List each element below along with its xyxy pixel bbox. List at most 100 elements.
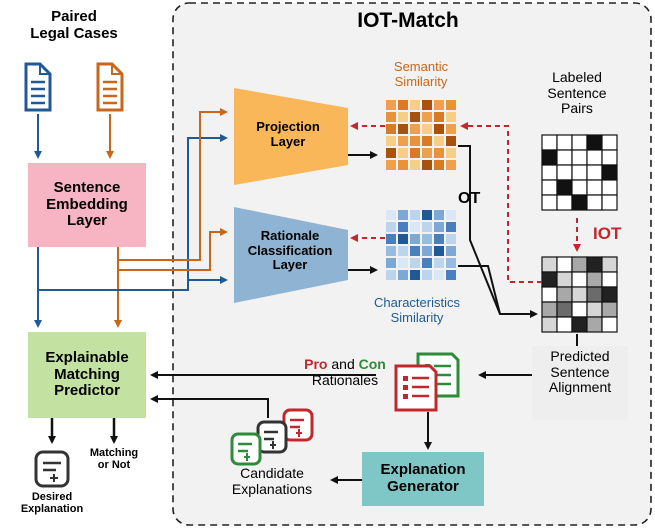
lab-matrix-cell <box>601 179 618 196</box>
pred-matrix-cell <box>571 316 588 333</box>
projection-line1: Projection <box>256 119 320 134</box>
char-matrix-cell <box>446 246 456 256</box>
desired-explanation-icon <box>34 450 70 488</box>
sentence-embedding-label: Sentence Embedding Layer <box>28 163 146 247</box>
sem-matrix-cell <box>434 160 444 170</box>
projection-layer-label: Projection Layer <box>256 119 320 149</box>
predictor-line2: Matching <box>54 365 120 383</box>
characteristics-similarity-matrix <box>386 210 456 280</box>
pred-matrix-cell <box>601 301 618 318</box>
sem-matrix-cell <box>410 148 420 158</box>
char-matrix-cell <box>410 258 420 268</box>
rationale-line2: Classification <box>247 242 333 258</box>
sem-matrix-cell <box>446 124 456 134</box>
char-matrix-cell <box>410 270 420 280</box>
lab-matrix-cell <box>541 134 558 151</box>
predicted-alignment-matrix <box>541 256 618 333</box>
sem-matrix-cell <box>434 112 444 122</box>
lab-matrix-cell <box>571 194 588 211</box>
pred-matrix-cell <box>556 316 573 333</box>
pred-matrix-cell <box>541 301 558 318</box>
pred-matrix-cell <box>556 271 573 288</box>
char-matrix-cell <box>410 234 420 244</box>
matching-or-not-label: Matching or Not <box>90 447 138 472</box>
projection-layer-shape <box>234 88 348 185</box>
char-matrix-cell <box>410 246 420 256</box>
labeled-pairs-label: Labeled Sentence Pairs <box>547 69 606 117</box>
char-matrix-cell <box>434 234 444 244</box>
sem-matrix-cell <box>422 124 432 134</box>
sentence-embedding-box <box>28 163 146 247</box>
sem-matrix-cell <box>398 160 408 170</box>
sem-matrix-cell <box>434 148 444 158</box>
char-matrix-cell <box>422 246 432 256</box>
lab-matrix-cell <box>556 164 573 181</box>
sem-matrix-cell <box>422 112 432 122</box>
pred-matrix-cell <box>586 256 603 273</box>
paired-cases-line1: Paired <box>51 8 97 25</box>
char-matrix-cell <box>398 222 408 232</box>
rationale-layer-shape <box>234 207 348 303</box>
lab-matrix-cell <box>541 149 558 166</box>
char-matrix-cell <box>434 270 444 280</box>
lab-matrix-cell <box>586 179 603 196</box>
candidate-line1: Candidate <box>240 465 304 481</box>
char-matrix-cell <box>386 270 396 280</box>
lab-matrix-cell <box>556 134 573 151</box>
embedding-line3: Layer <box>66 212 107 230</box>
rationales-line2: Rationales <box>311 371 379 388</box>
char-matrix-cell <box>446 270 456 280</box>
char-matrix-cell <box>422 222 432 232</box>
lab-matrix-cell <box>586 134 603 151</box>
lab-matrix-cell <box>586 149 603 166</box>
pred-matrix-cell <box>586 286 603 303</box>
char-matrix-cell <box>386 234 396 244</box>
char-matrix-cell <box>434 210 444 220</box>
char-matrix-cell <box>446 234 456 244</box>
predictor-label: Explainable Matching Predictor <box>28 332 146 418</box>
alignment-line3: Alignment <box>548 379 612 396</box>
lab-matrix-cell <box>571 134 588 151</box>
pred-matrix-cell <box>586 301 603 318</box>
sem-matrix-cell <box>398 136 408 146</box>
char-matrix-cell <box>410 222 420 232</box>
legal-case-a-icon <box>24 62 52 112</box>
lab-matrix-cell <box>571 164 588 181</box>
labeled-line3: Pairs <box>561 100 593 117</box>
labeled-pairs-matrix <box>541 134 618 211</box>
candidate-explanation-black-icon <box>256 420 288 454</box>
sem-matrix-cell <box>386 124 396 134</box>
char-matrix-cell <box>398 234 408 244</box>
sem-matrix-cell <box>410 112 420 122</box>
generator-line1: Explanation <box>380 461 466 479</box>
sem-matrix-cell <box>422 100 432 110</box>
and-word: and <box>327 356 359 372</box>
desired-line1: Desired <box>31 491 73 503</box>
lab-matrix-cell <box>586 164 603 181</box>
lab-matrix-cell <box>571 149 588 166</box>
lab-matrix-cell <box>541 179 558 196</box>
rationale-layer-label: Rationale Classification Layer <box>247 228 333 273</box>
char-matrix-cell <box>446 222 456 232</box>
pred-matrix-cell <box>571 286 588 303</box>
desired-explanation-label: Desired Explanation <box>21 491 83 516</box>
sem-matrix-cell <box>386 112 396 122</box>
sem-matrix-cell <box>398 100 408 110</box>
pred-matrix-cell <box>556 286 573 303</box>
embedding-line1: Sentence <box>53 178 121 196</box>
sem-matrix-cell <box>446 112 456 122</box>
sem-matrix-cell <box>446 160 456 170</box>
char-matrix-cell <box>434 246 444 256</box>
char-matrix-cell <box>434 258 444 268</box>
pred-matrix-cell <box>541 271 558 288</box>
predictor-line3: Predictor <box>54 382 120 400</box>
pred-matrix-cell <box>586 271 603 288</box>
alignment-line1: Predicted <box>550 348 610 364</box>
char-matrix-cell <box>446 258 456 268</box>
con-word: Con <box>358 356 386 372</box>
char-matrix-cell <box>398 258 408 268</box>
lab-matrix-cell <box>601 134 618 151</box>
explanation-generator-box <box>362 452 484 506</box>
predictor-box <box>28 332 146 418</box>
